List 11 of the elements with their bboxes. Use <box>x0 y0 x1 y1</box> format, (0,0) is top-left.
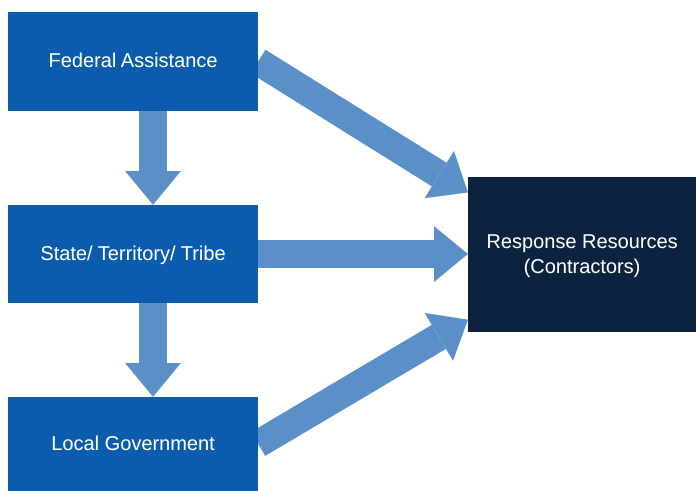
process-box <box>8 12 258 111</box>
box-label: Federal Assistance <box>48 49 218 74</box>
box-label: Local Government <box>51 432 215 456</box>
block-arrow <box>125 303 181 397</box>
block-arrow <box>125 111 181 205</box>
process-box <box>8 205 258 303</box>
box-label: Response Resources (Contractors) <box>485 230 679 280</box>
box-label: State/ Territory/ Tribe <box>40 242 226 266</box>
process-box <box>468 177 696 332</box>
process-box <box>8 397 258 491</box>
block-arrow <box>258 226 468 282</box>
